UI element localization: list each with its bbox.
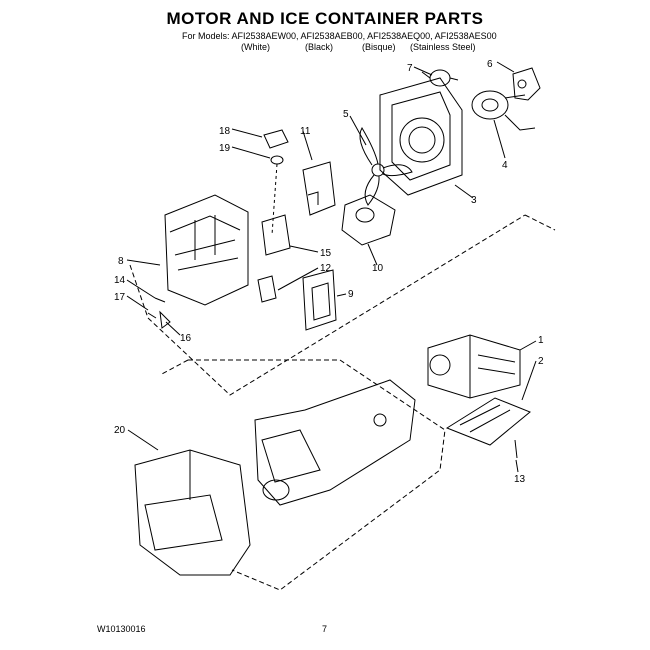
leader-lines (126, 61, 537, 473)
spring-13 (514, 439, 518, 459)
color-label-bisque: (Bisque) (362, 42, 396, 52)
ice-container-auger (254, 379, 416, 506)
callout-4: 4 (502, 160, 508, 171)
callout-1: 1 (538, 335, 544, 346)
callout-8: 8 (118, 256, 124, 267)
ice-container-housing (164, 194, 249, 306)
callout-11: 11 (300, 126, 311, 137)
screw-14 (154, 297, 166, 303)
page-title: MOTOR AND ICE CONTAINER PARTS (166, 9, 484, 28)
mounting-bracket-11 (302, 161, 336, 216)
dashed-assembly-outline-top (129, 214, 556, 396)
crusher-plate (445, 397, 531, 446)
callout-13: 13 (514, 474, 526, 485)
fan-motor (341, 194, 396, 246)
motor-housing-plate (379, 77, 463, 196)
bracket-12 (257, 275, 277, 303)
fan-blade (359, 127, 413, 206)
callout-15: 15 (320, 248, 332, 259)
callout-20: 20 (114, 425, 126, 436)
drive-coupler (421, 69, 459, 87)
callout-6: 6 (487, 59, 493, 70)
callout-9: 9 (348, 289, 354, 300)
models-line: For Models: AFI2538AEW00, AFI2538AEB00, … (182, 31, 497, 41)
callout-3: 3 (471, 195, 477, 206)
callout-5: 5 (343, 109, 349, 120)
cover-plate-9 (302, 269, 337, 331)
document-number: W10130016 (97, 624, 146, 634)
cam-16 (159, 310, 171, 329)
motor-bracket (512, 67, 541, 101)
callout-19: 19 (219, 143, 231, 154)
ice-bin-front (134, 449, 251, 576)
color-label-stainless: (Stainless Steel) (410, 42, 476, 52)
callout-7: 7 (407, 63, 413, 74)
callout-2: 2 (538, 356, 544, 367)
callout-10: 10 (372, 263, 384, 274)
auger-motor (471, 90, 536, 131)
auger-assembly (427, 334, 521, 399)
color-label-white: (White) (241, 42, 270, 52)
callout-18: 18 (219, 126, 231, 137)
switch-15 (261, 214, 291, 256)
callout-17: 17 (114, 292, 126, 303)
callout-16: 16 (180, 333, 192, 344)
spring-clip-18 (263, 129, 289, 149)
color-label-black: (Black) (305, 42, 334, 52)
screw-17 (147, 312, 157, 319)
damper-19 (270, 155, 284, 236)
callout-12: 12 (320, 263, 332, 274)
callout-14: 14 (114, 275, 126, 286)
page-number: 7 (322, 624, 328, 634)
dashed-assembly-outline-bottom (159, 359, 446, 591)
